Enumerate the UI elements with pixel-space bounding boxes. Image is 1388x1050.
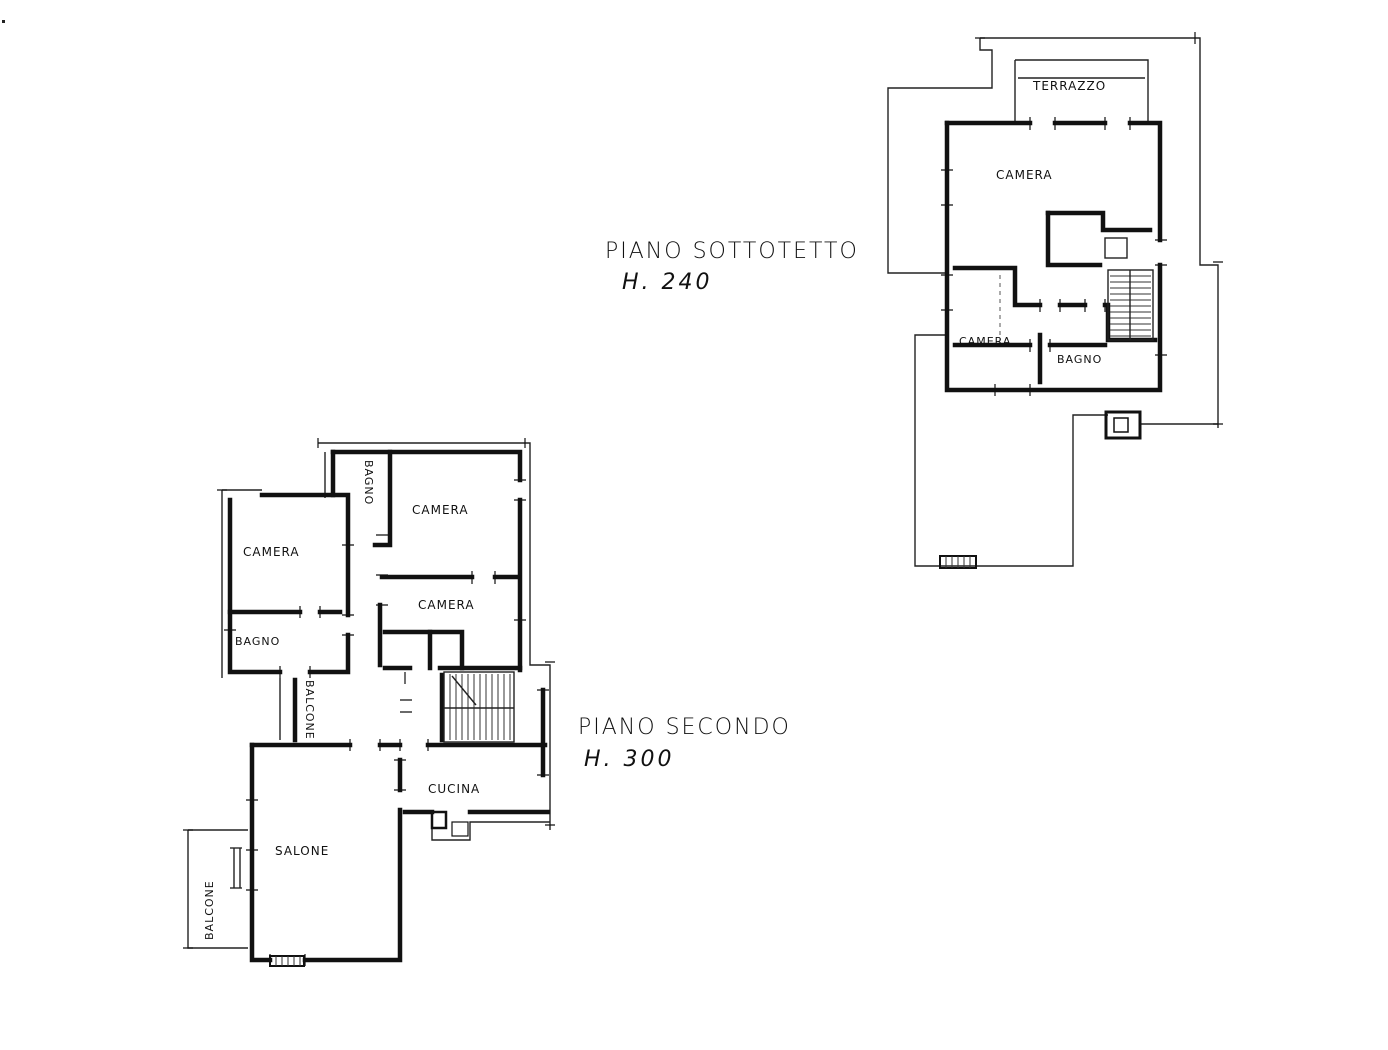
lower-floor-chimney [430, 810, 469, 837]
upper-floor-chimney [1104, 410, 1142, 440]
lower-bathroom-left-label: BAGNO [235, 635, 280, 648]
lower-floor-outline-lines [183, 438, 555, 949]
upper-bathroom-label: BAGNO [1057, 353, 1102, 366]
lower-floor-walls [227, 449, 551, 963]
upper-floor-plan: TERRAZZO CAMERA CAMERA BAGNO PIANO SOTTO… [605, 32, 1223, 569]
upper-floor-fixture [1104, 237, 1128, 259]
upper-floor-name: PIANO SOTTOTETTO [605, 239, 859, 264]
lower-living-window [233, 848, 241, 888]
lower-bedroom-left-label: CAMERA [243, 545, 300, 559]
lower-floor-staircase [443, 671, 515, 743]
lower-balcony-middle-label: BALCONE [303, 680, 316, 740]
lower-kitchen-label: CUCINA [428, 782, 480, 796]
upper-bedroom-small-label: CAMERA [959, 335, 1011, 348]
lower-bedroom-middle-label: CAMERA [418, 598, 475, 612]
upper-floor-staircase [1107, 269, 1154, 341]
upper-bedroom-main-label: CAMERA [996, 168, 1053, 182]
lower-bathroom-top-label: BAGNO [362, 460, 375, 505]
lower-bedroom-top-label: CAMERA [412, 503, 469, 517]
lower-floor-name: PIANO SECONDO [578, 715, 791, 740]
lower-floor-height: H. 300 [584, 747, 675, 772]
lower-living-room-label: SALONE [275, 844, 329, 858]
lower-floor-plan: CAMERA CAMERA CAMERA BAGNO BAGNO BALCONE… [183, 438, 791, 967]
lower-floor-bottom-grate [269, 955, 305, 967]
lower-balcony-left-label: BALCONE [203, 880, 216, 940]
scan-speck [2, 20, 5, 23]
upper-floor-bottom-grate [939, 555, 977, 569]
upper-floor-height: H. 240 [622, 270, 713, 295]
upper-floor-outline-lines [887, 32, 1223, 567]
upper-floor-walls [944, 120, 1163, 393]
upper-terrace-label: TERRAZZO [1032, 79, 1106, 93]
upper-floor-wall-ticks [941, 117, 1167, 396]
